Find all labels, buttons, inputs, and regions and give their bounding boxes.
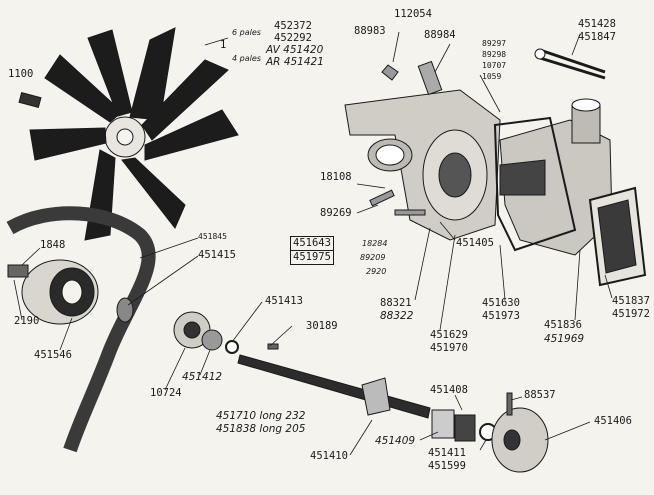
- pump-shaft: [173, 311, 549, 473]
- part-88321: 88321: [380, 297, 412, 309]
- part-451421: AR 451421: [266, 56, 324, 68]
- part-18108: 18108: [320, 171, 352, 183]
- part-88983: 88983: [354, 25, 386, 37]
- part-89269: 89269: [320, 207, 352, 219]
- wrench: [539, 48, 606, 80]
- label-6-pales: 6 pales: [232, 28, 261, 37]
- part-451411: 451411: [428, 447, 466, 459]
- label-4-pales: 4 pales: [232, 54, 261, 63]
- part-10724: 10724: [150, 387, 182, 399]
- part-451406: 451406: [594, 415, 632, 427]
- part-451847: 451847: [578, 31, 616, 43]
- pulley: [7, 259, 134, 325]
- part-451410: 451410: [310, 450, 348, 462]
- part-1: 1: [220, 39, 227, 51]
- part-451970: 451970: [430, 342, 468, 354]
- part-1100: 1100: [8, 68, 34, 80]
- part-451973: 451973: [482, 310, 520, 322]
- part-451629: 451629: [430, 329, 468, 341]
- part-451838: 451838 long 205: [216, 423, 306, 435]
- part-451837: 451837: [612, 295, 650, 307]
- part-10707: 10707: [482, 61, 507, 70]
- fan-belt: [6, 206, 156, 453]
- part-451413: 451413: [265, 295, 303, 307]
- part-451845: 451845: [198, 232, 227, 241]
- part-451643: 451643: [290, 236, 334, 251]
- pump-housing: [344, 89, 647, 287]
- part-452372: 452372: [274, 20, 312, 32]
- part-18284: 18284: [362, 239, 388, 248]
- part-451409: 451409: [375, 435, 416, 447]
- fan-assembly: [18, 27, 239, 241]
- part-451546: 451546: [34, 349, 72, 361]
- part-451836: 451836: [544, 319, 582, 331]
- part-451975: 451975: [290, 250, 334, 265]
- part-2920: 2920: [366, 267, 387, 276]
- part-451969: 451969: [544, 333, 585, 345]
- part-451420: AV 451420: [266, 44, 324, 56]
- part-2190: 2190: [14, 315, 40, 327]
- part-451428: 451428: [578, 18, 616, 30]
- part-1059: 1059: [482, 72, 502, 81]
- part-30189: 30189: [306, 320, 338, 332]
- part-88537: 88537: [524, 389, 556, 401]
- part-451972: 451972: [612, 308, 650, 320]
- part-451630: 451630: [482, 297, 520, 309]
- part-112054: 112054: [394, 8, 432, 20]
- part-88322: 88322: [380, 310, 414, 322]
- part-89298: 89298: [482, 50, 507, 59]
- part-451599: 451599: [428, 460, 466, 472]
- part-1848: 1848: [40, 239, 66, 251]
- part-89297: 89297: [482, 39, 507, 48]
- part-451710: 451710 long 232: [216, 410, 306, 422]
- part-451412: 451412: [182, 371, 223, 383]
- part-451405: 451405: [456, 237, 494, 249]
- part-451408: 451408: [430, 384, 468, 396]
- part-89209: 89209: [360, 253, 386, 262]
- part-88984: 88984: [424, 29, 456, 41]
- part-452292: 452292: [274, 32, 312, 44]
- part-451415: 451415: [198, 249, 236, 261]
